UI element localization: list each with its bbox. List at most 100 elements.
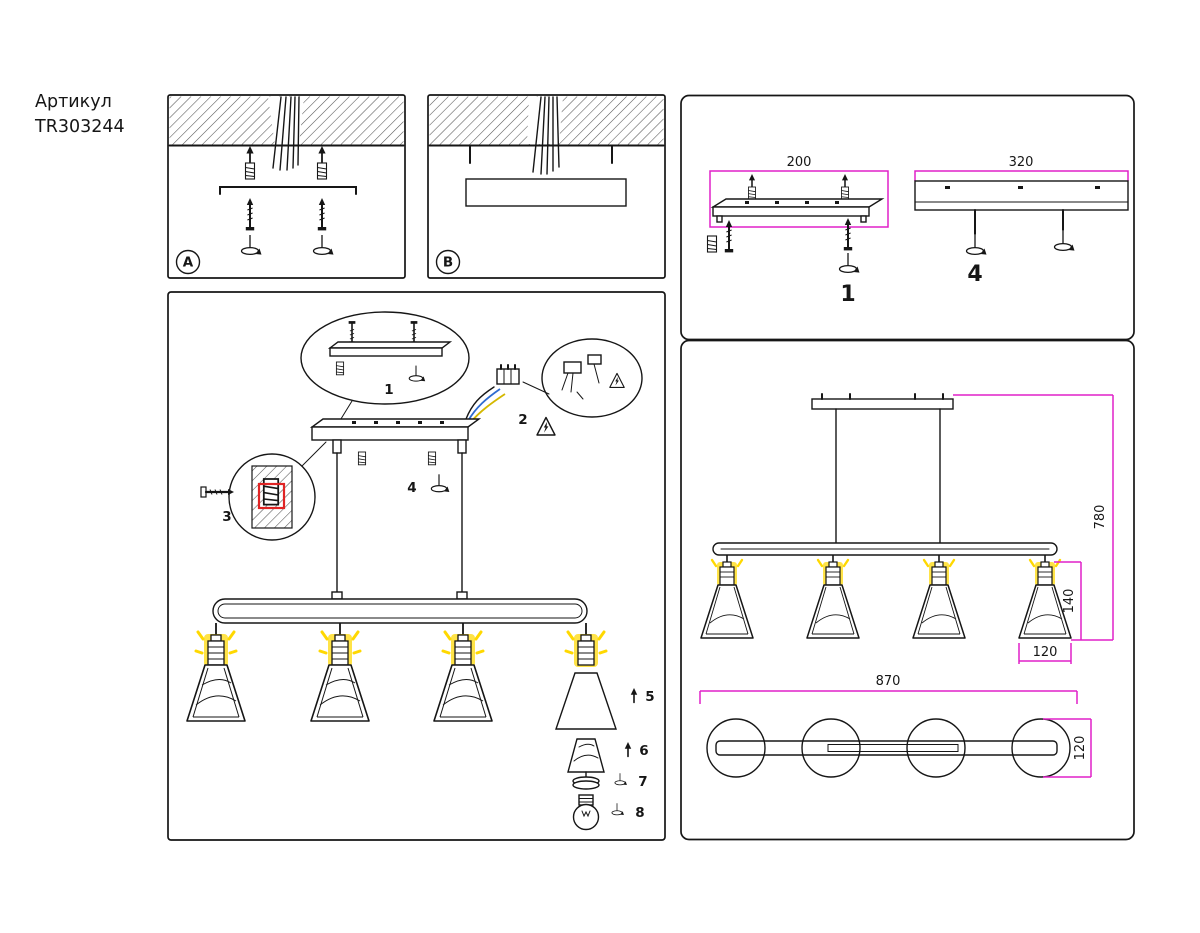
lamp-shade	[911, 553, 967, 640]
warning-triangle-icon	[536, 416, 556, 436]
highlight-box	[257, 482, 286, 510]
part-5-label: 5	[645, 689, 654, 705]
step-1-number: 1	[840, 282, 855, 307]
insert-arrow-icon	[841, 173, 849, 189]
plate-front-face	[712, 206, 870, 217]
rotate-arrow-icon	[430, 473, 450, 493]
shade-top-view	[906, 718, 966, 778]
rotate-arrow-icon	[611, 802, 625, 816]
plate-top-face	[710, 198, 885, 208]
fixture-top-view: 870 120	[699, 674, 1092, 778]
panel-method-a: A	[167, 94, 406, 279]
cross-bracket-drawing: 320 4	[914, 155, 1129, 287]
suspension-and-rail	[212, 452, 588, 624]
lamp-assembly	[187, 623, 245, 721]
assemble-arrow-icon	[629, 687, 639, 704]
step-4-number: 4	[967, 262, 982, 287]
screw-icon	[842, 217, 854, 252]
anchor-plug-icon	[841, 186, 849, 200]
rotate-arrow-icon	[838, 252, 861, 274]
anchor-plug-icon	[706, 235, 718, 253]
dim-780-label: 780	[1093, 505, 1108, 530]
canopy-bracket	[465, 178, 627, 207]
rotate-arrow-icon	[240, 234, 263, 256]
panel-method-b: B	[427, 94, 666, 279]
lock-nut-icon	[357, 451, 367, 466]
rotate-arrow-icon	[408, 365, 426, 382]
fixture-rail	[212, 598, 588, 624]
anchor-plug-icon	[262, 478, 280, 506]
lamp-shade	[805, 553, 861, 640]
screw-icon	[316, 197, 328, 232]
panel-mounting-hardware: 200 1 320 4	[680, 94, 1135, 341]
lamp-assembly	[311, 623, 369, 721]
callout-1-label: 1	[384, 382, 393, 398]
lamp-shade	[699, 553, 755, 640]
lamp-assembly	[434, 623, 492, 721]
plate-top-view	[827, 744, 959, 752]
anchor-plug-icon	[316, 162, 328, 180]
insert-arrow-icon	[245, 145, 255, 163]
dim-frame-200	[709, 170, 889, 228]
panel-b-label: B	[443, 255, 453, 271]
rotate-arrow-icon	[1053, 230, 1076, 252]
anchor-plug-icon	[335, 361, 345, 376]
callout-wiring	[522, 338, 643, 418]
dim-320-label: 320	[1009, 155, 1034, 170]
label-circle-b	[435, 249, 461, 275]
lamp-socket	[564, 621, 608, 669]
warning-triangle-icon	[609, 372, 625, 388]
ceiling-plate-assembly: 4	[309, 418, 482, 496]
callout-4-label: 4	[407, 480, 416, 496]
rail-top-view	[715, 740, 1058, 756]
screw-icon	[244, 197, 256, 232]
glass-diffuser	[567, 738, 605, 773]
ceiling-hatch	[168, 96, 405, 147]
screw-icon	[723, 219, 735, 254]
insert-arrow-icon	[748, 173, 756, 189]
dim-frame-320	[914, 170, 1129, 181]
callout-3-label: 3	[222, 509, 231, 525]
exploded-lamp: 5 6 7 8	[555, 621, 655, 831]
rotate-arrow-icon	[312, 234, 335, 256]
terminal-block	[496, 368, 520, 385]
mounting-bar	[219, 186, 357, 195]
dim-120-shade-label: 120	[1033, 645, 1058, 660]
panel-assembly: 1 2	[167, 291, 666, 841]
part-8-label: 8	[635, 805, 644, 821]
callout-anchor-detail: 3	[199, 441, 327, 541]
bracket-body	[914, 180, 1129, 211]
dim-120-depth-label: 120	[1073, 736, 1088, 761]
dim-870-label: 870	[876, 674, 901, 689]
label-circle-a	[175, 249, 201, 275]
shade-top-view	[1011, 718, 1071, 778]
shade-top-view	[706, 718, 766, 778]
ceiling-wires	[272, 96, 300, 171]
article-label: Артикул	[35, 92, 112, 112]
panel-a-label: A	[183, 255, 194, 271]
wiring-detail: 2	[465, 364, 556, 436]
article-number: TR303244	[34, 117, 125, 137]
ceiling-hatch	[428, 96, 665, 147]
assemble-arrow-icon	[623, 741, 633, 758]
part-6-label: 6	[639, 743, 648, 759]
light-bulb	[572, 794, 600, 831]
shade-top-view	[801, 718, 861, 778]
dim-200-label: 200	[787, 155, 812, 170]
article-header: Артикул TR303244	[34, 92, 125, 137]
rotate-arrow-icon	[965, 234, 988, 256]
anchor-plug-icon	[244, 162, 256, 180]
anchor-plug-icon	[748, 186, 756, 200]
outer-shade	[555, 672, 617, 730]
ceiling-wires	[532, 96, 560, 175]
callout-2-label: 2	[518, 412, 527, 428]
fixture-side-view: 780 140 120	[699, 393, 1114, 664]
lock-nut-icon	[427, 451, 437, 466]
mounting-plate-drawing: 200 1	[706, 155, 889, 307]
retaining-ring	[572, 771, 600, 790]
callout-plate-fixing: 1	[300, 311, 470, 428]
part-7-label: 7	[638, 774, 647, 790]
rotate-arrow-icon	[614, 772, 628, 786]
